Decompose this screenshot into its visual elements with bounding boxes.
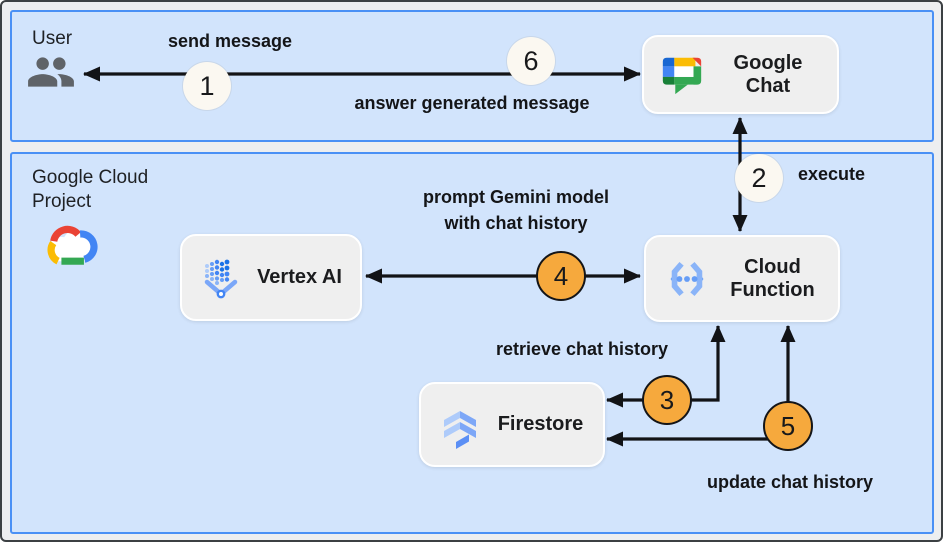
user-zone-label: User: [32, 28, 73, 49]
update-chat-history-label: update chat history: [706, 472, 874, 492]
cloud-function-icon: [661, 253, 713, 305]
vertex-ai-icon: [197, 254, 245, 302]
firestore-node: Firestore: [419, 382, 605, 467]
send-message-label: send message: [167, 31, 293, 51]
step-3-number: 3: [659, 384, 675, 415]
firestore-icon: [436, 401, 484, 449]
step-4-number: 4: [553, 260, 569, 291]
step-6-badge: 6: [507, 37, 555, 85]
google-chat-node: Google Chat: [642, 35, 839, 114]
cloud-function-node: Cloud Function: [644, 235, 840, 322]
prompt-gemini-label-line2: with chat history: [444, 213, 588, 233]
step-6-number: 6: [523, 45, 539, 76]
google-chat-icon: [659, 53, 705, 97]
vertex-ai-node: Vertex AI: [180, 234, 362, 321]
step-1-number: 1: [199, 70, 215, 101]
google-cloud-icon: [47, 225, 98, 265]
execute-label: execute: [798, 164, 866, 184]
vertex-ai-label: Vertex AI: [257, 266, 342, 289]
cloud-function-label: Cloud Function: [730, 256, 815, 301]
user-group-icon: [28, 57, 74, 87]
google-chat-label: Google Chat: [733, 52, 803, 97]
firestore-label: Firestore: [497, 413, 584, 436]
google-cloud-zone-label: Google Cloud Project: [32, 167, 149, 212]
retrieve-chat-history-label: retrieve chat history: [495, 339, 669, 359]
step-1-badge: 1: [183, 62, 231, 110]
step-4-badge: 4: [536, 251, 586, 301]
step-5-number: 5: [780, 410, 796, 441]
step-2-number: 2: [751, 162, 767, 193]
answer-generated-message-label: answer generated message: [354, 93, 590, 113]
step-5-badge: 5: [763, 401, 813, 451]
step-3-badge: 3: [642, 375, 692, 425]
step-2-badge: 2: [735, 154, 783, 202]
prompt-gemini-label-line1: prompt Gemini model: [422, 187, 610, 207]
